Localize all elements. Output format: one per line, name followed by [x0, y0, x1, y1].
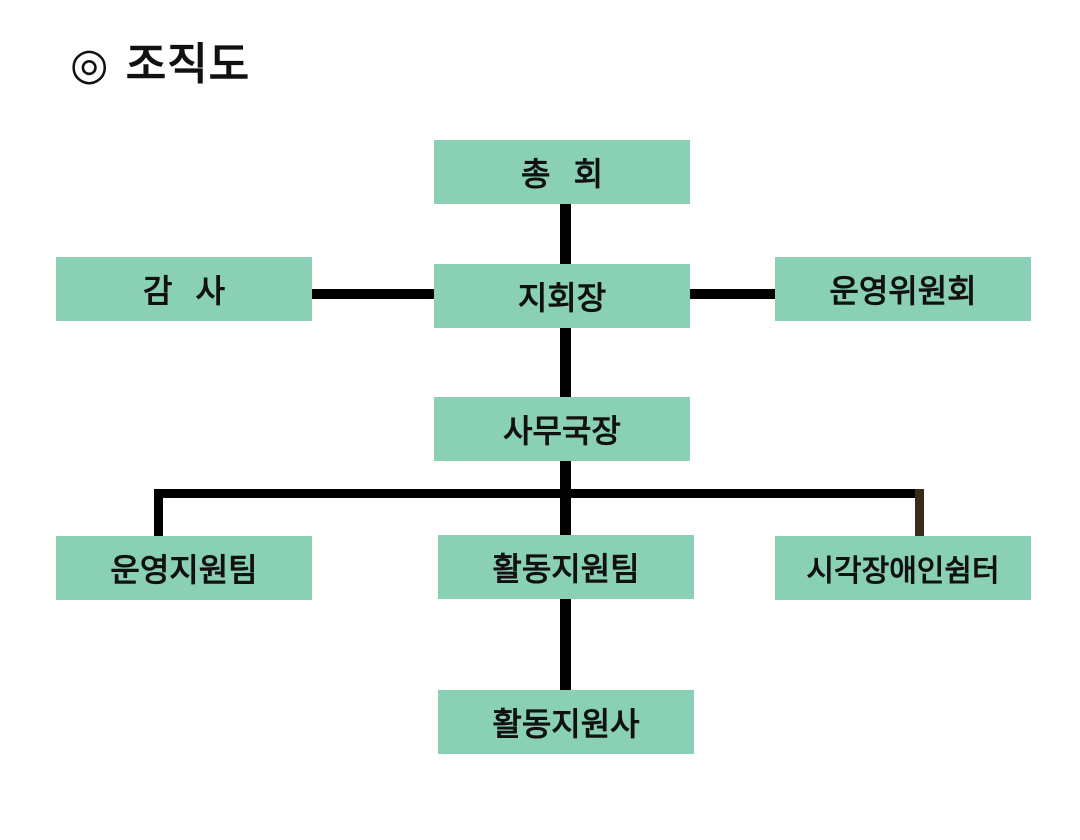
connector-drop-shelter [915, 489, 924, 536]
connector-secretary-to-teams [560, 461, 571, 535]
node-activity-supporter: 활동지원사 [438, 690, 694, 754]
node-activity-team: 활동지원팀 [438, 535, 694, 599]
node-shelter: 시각장애인쉼터 [775, 536, 1031, 600]
node-operations-team: 운영지원팀 [56, 536, 312, 600]
connector-team-horizontal [154, 489, 924, 498]
node-auditor: 감 사 [56, 257, 312, 321]
connector-head-to-committee [690, 289, 776, 299]
connector-drop-operations [154, 489, 163, 536]
page-title: ◎ 조직도 [70, 39, 251, 90]
connector-head-to-secretary [560, 328, 571, 397]
node-general-assembly: 총 회 [434, 140, 690, 204]
connector-team-to-supporter [560, 599, 571, 690]
node-branch-head: 지회장 [434, 264, 690, 328]
node-steering-committee: 운영위원회 [775, 257, 1031, 321]
node-secretary-general: 사무국장 [434, 397, 690, 461]
connector-assembly-to-head [560, 204, 571, 264]
connector-auditor-to-head [312, 289, 434, 299]
